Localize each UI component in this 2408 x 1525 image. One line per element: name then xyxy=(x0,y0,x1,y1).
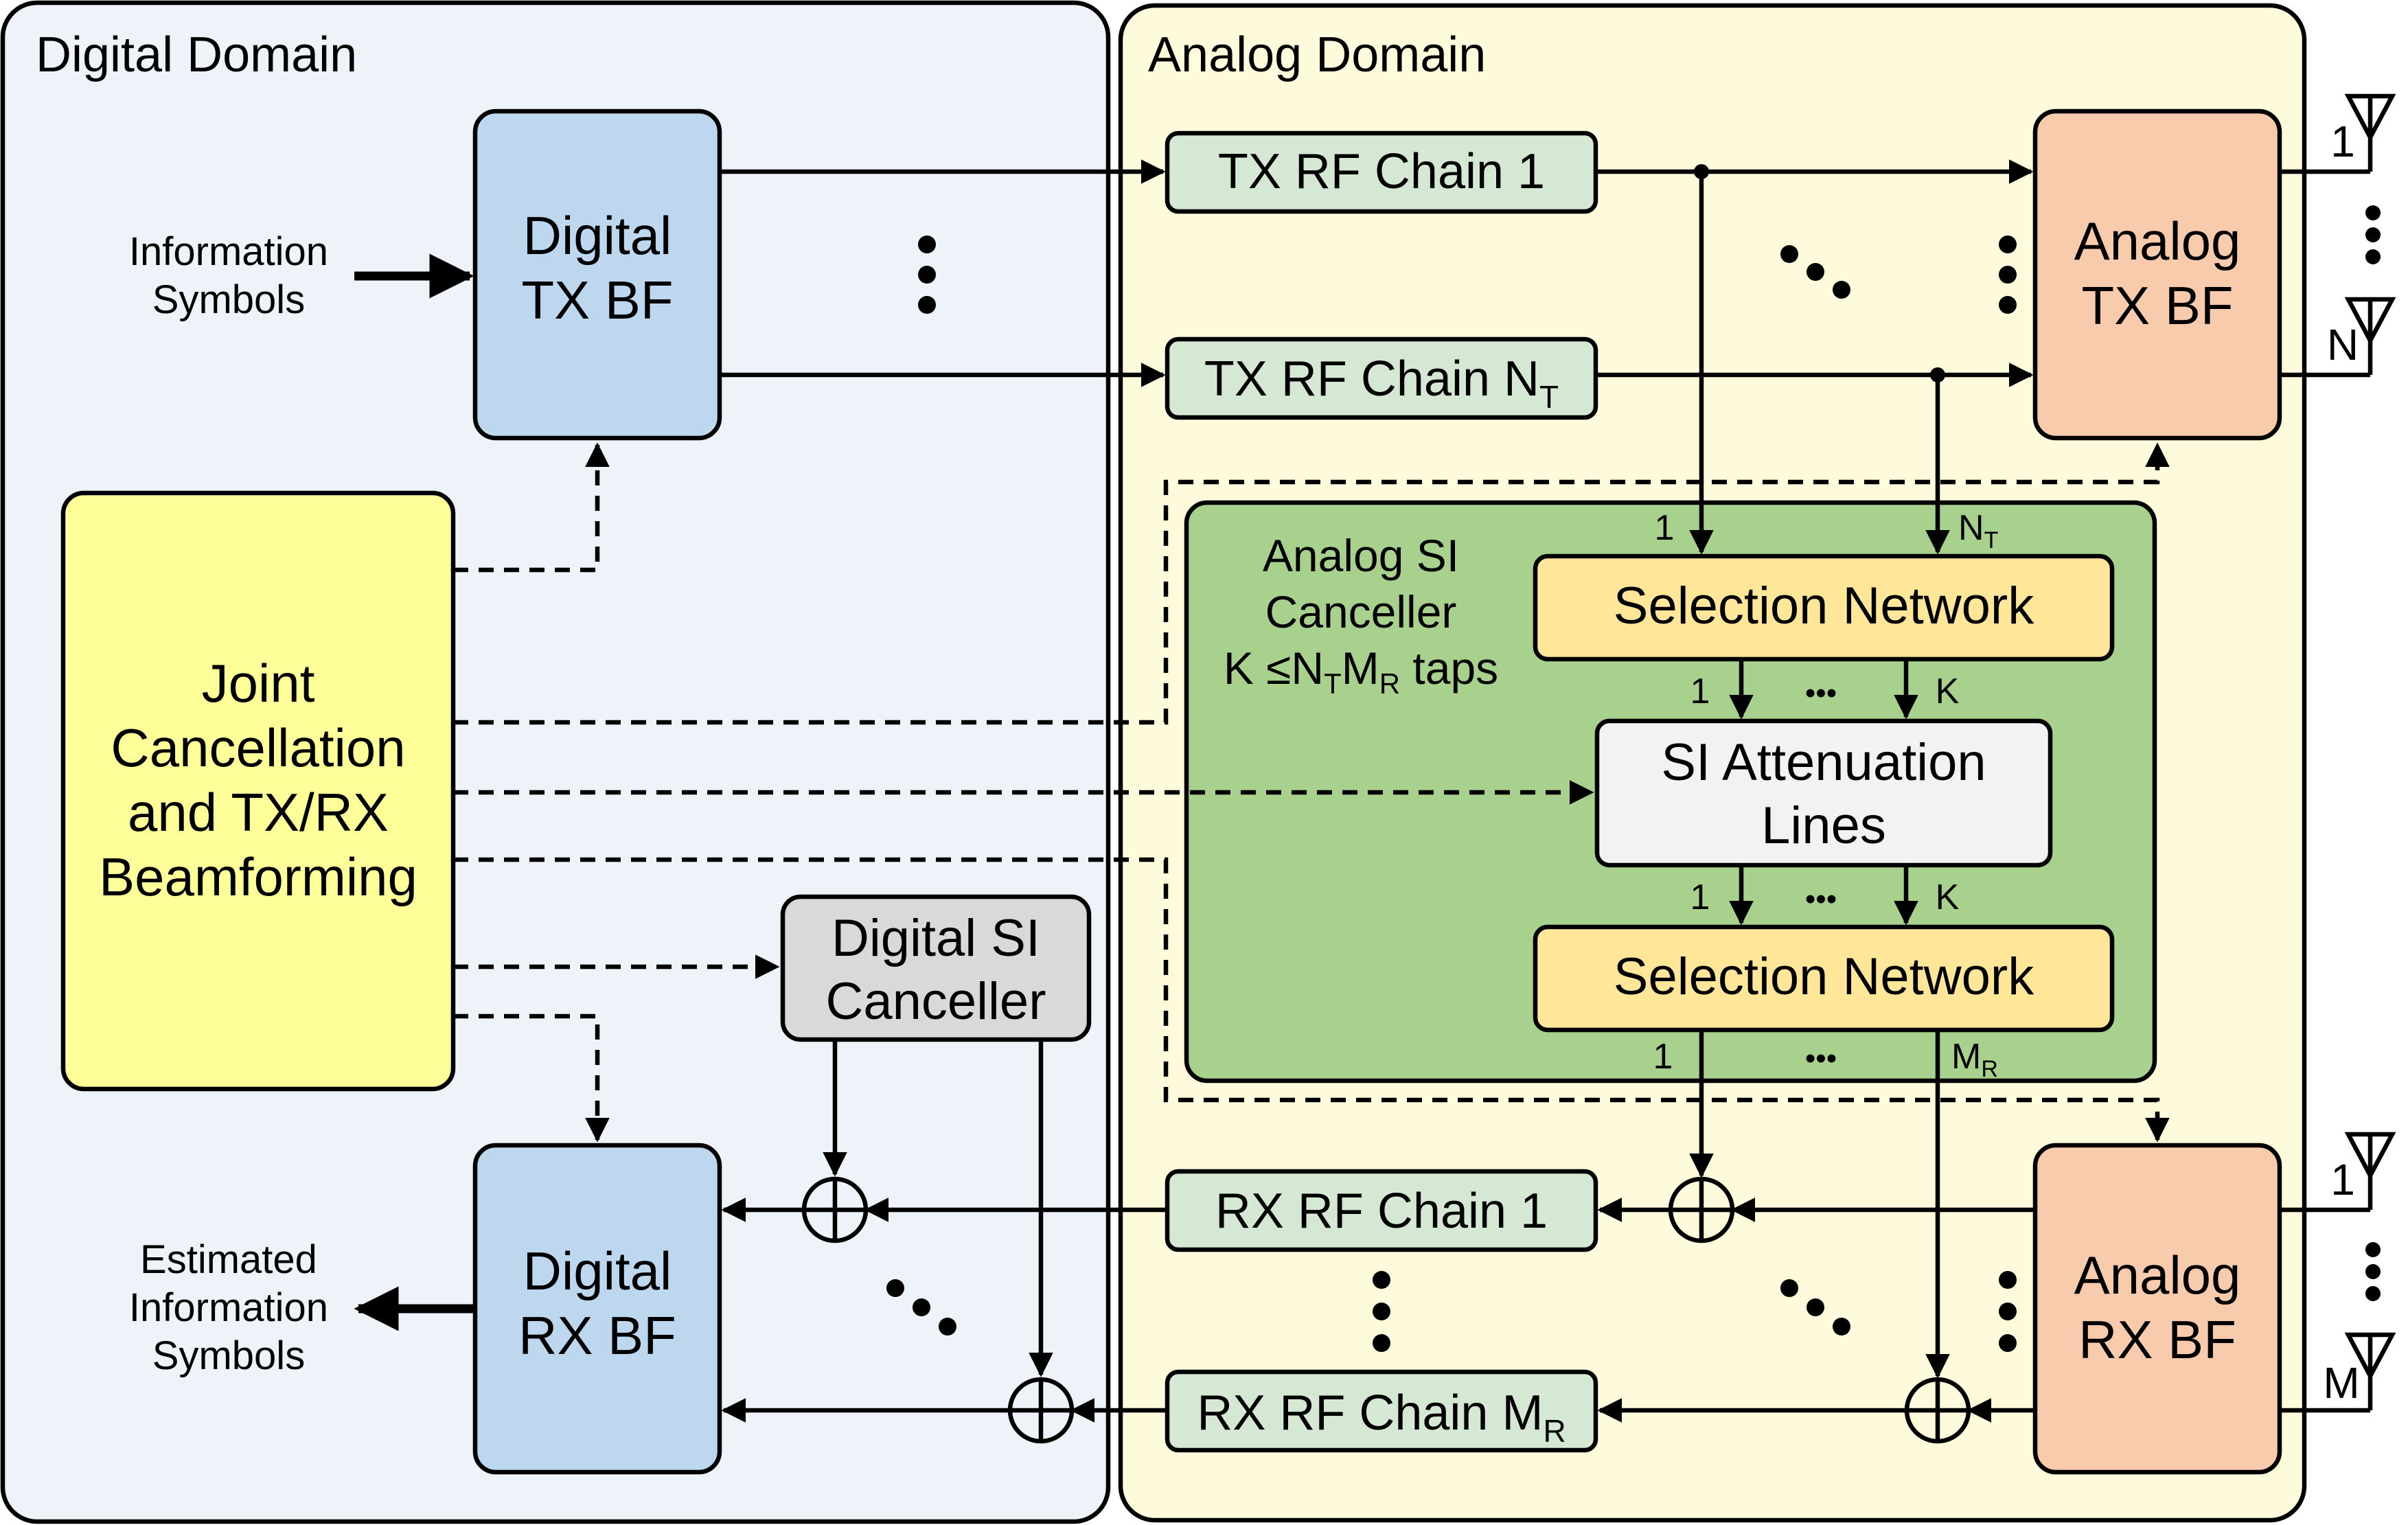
tx-antenna-1-icon xyxy=(2280,93,2396,174)
rx-rf-chain-mr-prefix: RX RF Chain M xyxy=(1197,1386,1543,1441)
dots-tx-digital xyxy=(918,236,936,314)
summer-digital-m xyxy=(1007,1377,1075,1444)
dots-rx-antenna xyxy=(2365,1242,2381,1301)
tap-mr-letter: M xyxy=(1951,1037,1981,1077)
est-symbols-label-3: Symbols xyxy=(152,1333,305,1378)
tx-antenna-1-label: 1 xyxy=(2330,117,2355,166)
analog-tx-bf-block xyxy=(2032,108,2282,441)
analog-rx-bf-label-2: RX BF xyxy=(2078,1309,2236,1370)
dots-rx-analog-vert xyxy=(1999,1271,2017,1352)
analog-si-taps: taps xyxy=(1400,643,1498,693)
tap-nt-sub: T xyxy=(1984,527,1999,553)
tap-ellipsis-a: ••• xyxy=(1805,676,1837,710)
tap-label-1-top: 1 xyxy=(1655,508,1675,548)
joint-label-2: Cancellation xyxy=(111,718,405,778)
analog-domain-title: Analog Domain xyxy=(1148,27,1486,82)
info-symbols-label-2: Symbols xyxy=(152,277,305,322)
tap-label-1-mid-a: 1 xyxy=(1690,672,1710,711)
rx-antenna-m-icon xyxy=(2280,1332,2396,1413)
digital-tx-bf-block xyxy=(472,108,722,441)
tap-nt-letter: N xyxy=(1958,508,1984,548)
digital-si-label-1: Digital SI xyxy=(832,909,1040,967)
joint-label-1: Joint xyxy=(202,653,315,713)
tap-label-mr-bottom: MR xyxy=(1951,1037,1998,1082)
analog-si-label-3: K ≤NTMR taps xyxy=(1224,643,1498,700)
digital-si-canceller-block xyxy=(780,894,1092,1042)
dots-rx-rf-vert xyxy=(1373,1271,1390,1352)
info-symbols-label-1: Information xyxy=(129,229,328,274)
est-symbols-label-2: Information xyxy=(129,1285,328,1330)
digital-domain-region xyxy=(0,0,1111,1524)
rx-rf-chain-1-label: RX RF Chain 1 xyxy=(1215,1184,1548,1239)
tx-rf-chain-nt xyxy=(1165,336,1598,420)
selection-network-bottom-label: Selection Network xyxy=(1614,948,2034,1006)
analog-rx-bf-label-1: Analog xyxy=(2074,1245,2241,1305)
digital-tx-bf-label-1: Digital xyxy=(523,205,672,266)
summer-digital-1 xyxy=(801,1176,869,1243)
digital-si-label-2: Canceller xyxy=(825,972,1046,1031)
summer-analog-m xyxy=(1904,1377,1971,1444)
analog-si-label-1: Analog SI xyxy=(1263,530,1459,581)
analog-si-label-2: Canceller xyxy=(1265,586,1457,637)
tx-rf-chain-nt-sub: T xyxy=(1539,379,1559,415)
joint-label-4: Beamforming xyxy=(99,847,417,907)
analog-tx-bf-label-2: TX BF xyxy=(2081,275,2233,336)
tap-mr-sub: R xyxy=(1981,1056,1998,1082)
joint-label-3: and TX/RX xyxy=(128,782,389,842)
ctrl-to-analog-bf xyxy=(453,442,2170,725)
rx-antenna-1-icon xyxy=(2280,1132,2396,1213)
tap-ellipsis-c: ••• xyxy=(1805,1042,1837,1075)
ctrl-to-analog-rx-bf xyxy=(453,857,2170,1143)
tx-antenna-n-icon xyxy=(2280,297,2396,378)
dots-rx-digital-diag xyxy=(886,1279,956,1335)
tx-rf-chain-nt-label: TX RF Chain NT xyxy=(1204,352,1559,415)
analog-si-t-sub: T xyxy=(1324,667,1342,700)
si-attenuation-lines-block xyxy=(1594,718,2053,868)
est-symbols-label-1: Estimated xyxy=(140,1237,317,1282)
digital-rx-bf-block xyxy=(472,1143,722,1475)
digital-rx-bf-label-2: RX BF xyxy=(518,1305,676,1366)
dots-tx-antenna xyxy=(2365,205,2381,264)
dots-rx-analog-diag xyxy=(1780,1279,1850,1335)
rx-rf-chain-mr-label: RX RF Chain MR xyxy=(1197,1386,1566,1449)
digital-domain-title: Digital Domain xyxy=(36,27,357,82)
selection-network-top-label: Selection Network xyxy=(1614,577,2034,635)
analog-si-r-sub: R xyxy=(1379,667,1400,700)
analog-rx-bf-block xyxy=(2032,1143,2282,1475)
tx-rf-chain-nt-prefix: TX RF Chain N xyxy=(1204,352,1539,406)
analog-tx-bf-label-1: Analog xyxy=(2074,211,2241,271)
tap-label-1-bottom: 1 xyxy=(1653,1037,1673,1077)
tap-label-nt-top: NT xyxy=(1958,508,1998,553)
si-attenuation-label-2: Lines xyxy=(1761,796,1886,855)
tap-ellipsis-b: ••• xyxy=(1805,882,1837,916)
tap-label-k-mid-a: K xyxy=(1936,672,1960,711)
digital-tx-bf-label-2: TX BF xyxy=(521,270,673,330)
digital-rx-bf-label-1: Digital xyxy=(523,1241,672,1301)
rx-antenna-m-label: M xyxy=(2323,1358,2359,1408)
dots-tx-analog-vert xyxy=(1999,236,2017,314)
selection-network-top xyxy=(1533,553,2115,662)
analog-si-k-le-n: K ≤N xyxy=(1224,643,1324,693)
tap-label-k-mid-b: K xyxy=(1936,878,1960,917)
selection-network-bottom xyxy=(1533,924,2115,1033)
si-attenuation-label-1: SI Attenuation xyxy=(1661,733,1986,792)
rx-rf-chain-mr-sub: R xyxy=(1543,1413,1566,1449)
rx-antenna-1-label: 1 xyxy=(2330,1155,2355,1204)
tx-antenna-n-label: N xyxy=(2327,320,2359,369)
summer-analog-1 xyxy=(1668,1176,1735,1243)
tap-label-1-mid-b: 1 xyxy=(1690,878,1710,917)
dots-tx-analog-diag xyxy=(1780,245,1850,299)
analog-si-m: M xyxy=(1342,643,1379,693)
tx-rf-chain-1-label: TX RF Chain 1 xyxy=(1218,144,1545,199)
